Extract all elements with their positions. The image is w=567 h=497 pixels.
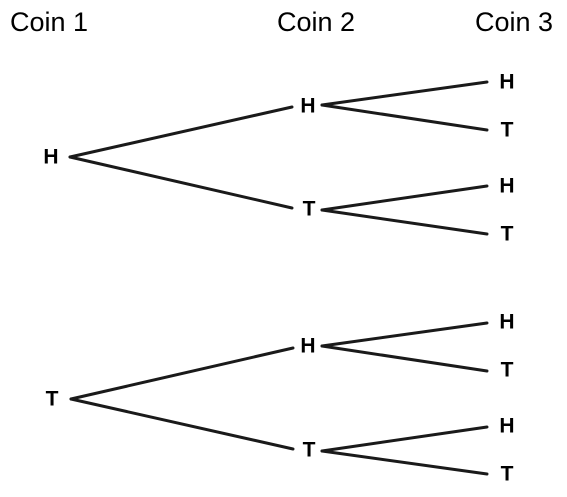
node-coin3-THT: T	[501, 359, 514, 382]
edge-HH-to-T	[320, 103, 489, 132]
node-coin3-TTT: T	[501, 463, 514, 486]
node-coin3-HHH: H	[499, 71, 514, 94]
edge-HH-to-H	[320, 80, 489, 107]
header-coin-3: Coin 3	[475, 7, 553, 37]
node-coin3-TTH: H	[499, 415, 514, 438]
node-coin3-THH: H	[499, 311, 514, 334]
node-coin3-HTT: T	[501, 223, 514, 246]
edge-HT-to-T	[320, 208, 489, 236]
node-coin1-T: T	[46, 388, 59, 411]
edge-TT-to-H	[320, 425, 489, 453]
node-coin2-H-after-H: H	[300, 95, 315, 118]
edge-TH-to-T	[320, 344, 489, 373]
edge-T-to-T	[69, 397, 295, 451]
node-coin1-H: H	[43, 146, 58, 169]
edge-H-to-H	[68, 105, 294, 159]
node-coin2-H-after-T: H	[300, 335, 315, 358]
node-coin2-T-after-T: T	[303, 439, 316, 462]
edges-level-2	[320, 80, 489, 476]
node-coin3-HTH: H	[499, 175, 514, 198]
edge-TH-to-H	[320, 321, 489, 348]
edge-HT-to-H	[320, 184, 489, 212]
node-coin2-T-after-H: T	[303, 198, 316, 221]
header-coin-2: Coin 2	[277, 7, 355, 37]
edge-T-to-H	[69, 346, 295, 401]
edges-level-1	[68, 105, 295, 451]
coin-1-nodes: H T	[43, 146, 58, 411]
node-coin3-HHT: T	[501, 119, 514, 142]
coin-3-nodes: H T H T H T H T	[499, 71, 514, 486]
coin-2-nodes: H T H T	[300, 95, 315, 462]
edge-H-to-T	[68, 155, 294, 210]
header-coin-1: Coin 1	[10, 7, 88, 37]
edge-TT-to-T	[320, 449, 489, 476]
